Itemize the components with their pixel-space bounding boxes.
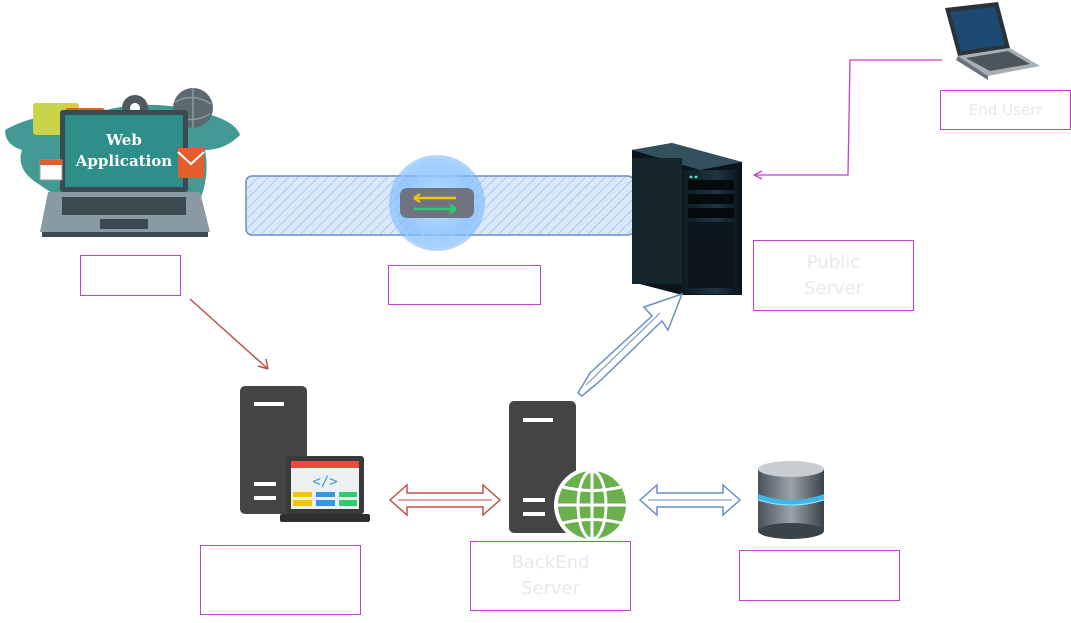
backend-server-label: BackEnd Server (511, 552, 590, 599)
database-icon (757, 461, 825, 539)
backend-server-icon (509, 401, 630, 543)
end-user-label-box: End Userr (940, 90, 1071, 130)
web-application-icon: Web Application (5, 88, 240, 237)
public-server-label: Public Server (803, 251, 864, 299)
backend-server-label-box: BackEnd Server (470, 541, 631, 611)
end-user-laptop-icon (945, 2, 1040, 80)
arrow-backend-database (638, 483, 742, 517)
arrow-devserver-backend (388, 483, 502, 517)
web-app-icon-text-2: Application (75, 152, 172, 170)
web-app-label-box (80, 255, 181, 296)
tunnel-label-box (388, 265, 541, 305)
link-enduser-to-publicserver (753, 59, 942, 180)
arrow-backend-publicserver (577, 292, 684, 397)
svg-text:</>: </> (312, 474, 337, 490)
vpn-globe-icon (389, 155, 485, 251)
end-user-label: End Userr (968, 101, 1043, 119)
dev-server-label-box (200, 545, 361, 615)
database-label-box (739, 550, 900, 601)
web-app-icon-text-1: Web (105, 131, 142, 149)
public-server-label-box: Public Server (753, 240, 914, 311)
dev-server-icon: </> (240, 386, 370, 522)
arrow-webapp-to-devserver (189, 298, 269, 370)
public-server-tower-icon (632, 143, 742, 295)
